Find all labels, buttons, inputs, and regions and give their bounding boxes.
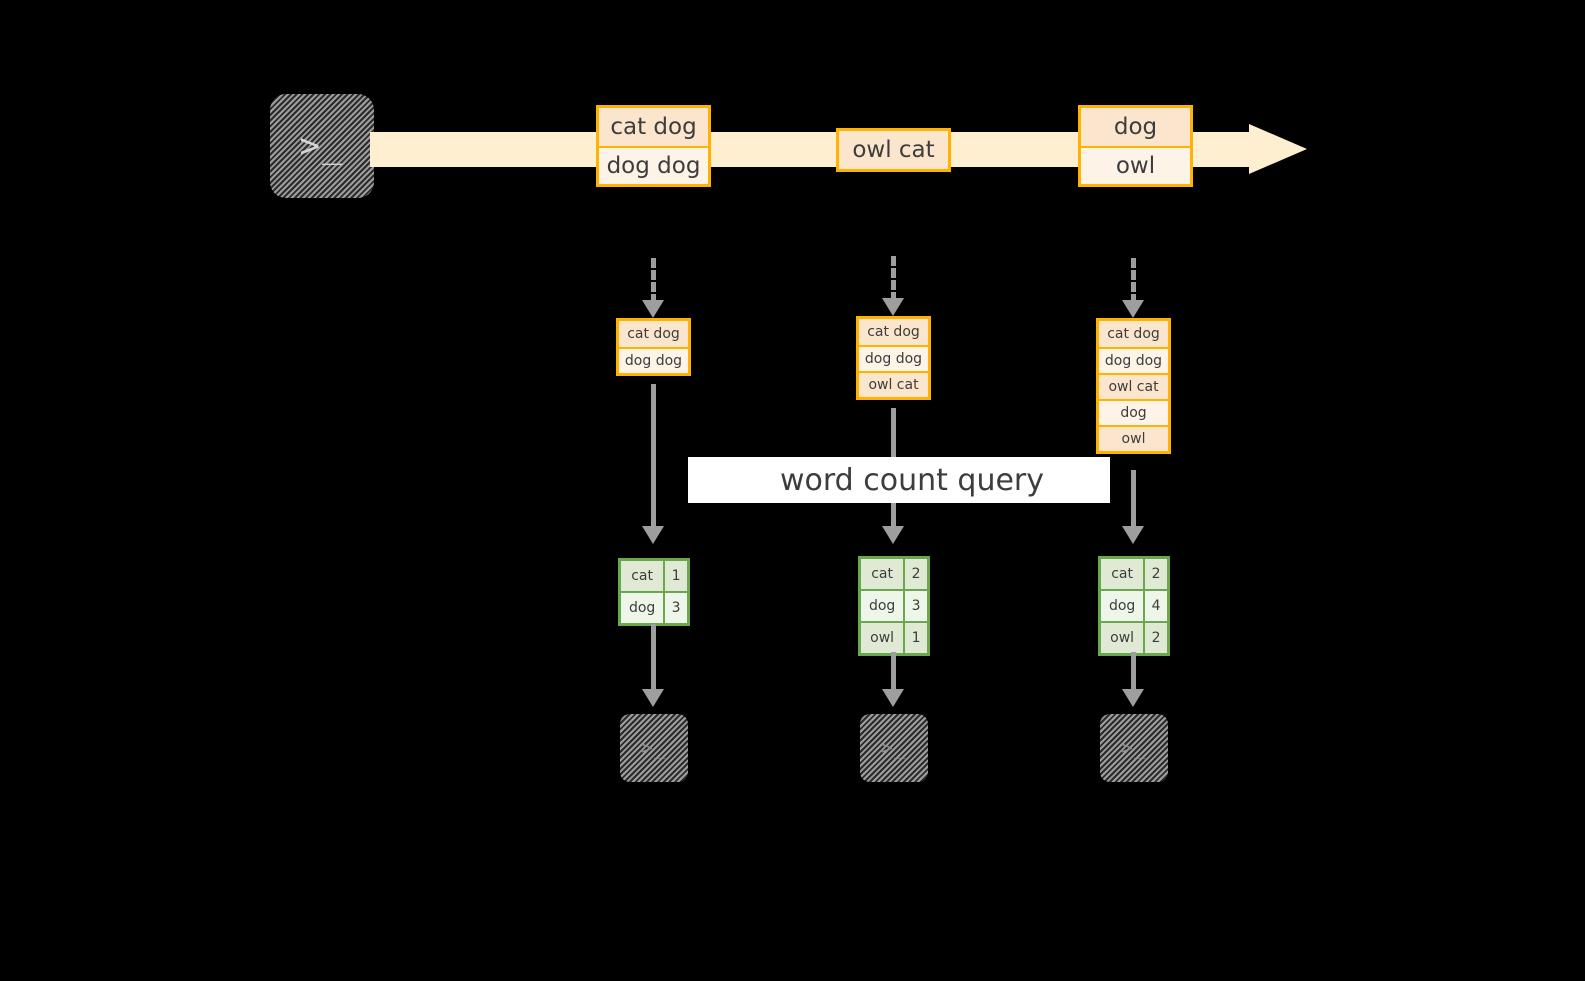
arrow-right-icon [1249,124,1307,174]
dashed-arrow-down-icon [642,300,664,318]
terminal-prompt-glyph: >_ [299,126,345,166]
query-connector-line-3 [1131,470,1136,529]
table-row: cat 2 [1101,559,1167,589]
terminal-prompt-glyph: >_ [641,737,667,759]
arrow-down-icon [642,689,664,707]
stream-batch-1: cat dog dog dog [596,105,711,187]
accumulated-row: owl [1099,425,1168,451]
table-row: cat 1 [621,561,687,591]
result-count: 3 [663,593,687,623]
table-row: dog 3 [861,589,927,621]
result-count: 3 [903,591,927,621]
query-connector-line-1 [651,384,656,529]
result-table-2: cat 2 dog 3 owl 1 [858,556,930,656]
accumulated-table-2: cat dog dog dog owl cat [856,316,931,400]
result-word: dog [628,600,656,616]
arrow-down-icon [1122,526,1144,544]
table-row: owl 2 [1101,621,1167,653]
result-count: 1 [903,623,927,653]
accumulated-row: dog [1099,399,1168,425]
query-banner-label: word count query [779,462,1045,498]
sink-terminal-icon-1: >_ [620,714,688,782]
table-row: cat 2 [861,559,927,589]
accumulated-row: owl cat [859,371,928,397]
stream-batch-3: dog owl [1078,105,1193,187]
trigger-dashed-line-1 [651,258,656,304]
result-word: owl [870,630,895,646]
sink-connector-line-2 [891,652,896,692]
terminal-prompt-glyph: >_ [1121,737,1147,759]
accumulated-row: cat dog [1099,321,1168,347]
result-table-1: cat 1 dog 3 [618,558,690,626]
result-count: 4 [1143,591,1167,621]
accumulated-table-1: cat dog dog dog [616,318,691,376]
result-word: dog [1108,598,1136,614]
dashed-arrow-down-icon [882,298,904,316]
arrow-down-icon [882,526,904,544]
trigger-dashed-line-2 [891,256,896,302]
result-count: 1 [663,561,687,591]
dashed-arrow-down-icon [1122,300,1144,318]
result-count: 2 [903,559,927,589]
table-row: owl 1 [861,621,927,653]
source-terminal-icon: >_ [270,94,374,198]
arrow-down-icon [1122,689,1144,707]
arrow-down-icon [882,689,904,707]
stream-batch-2: owl cat [836,128,951,172]
result-count: 2 [1143,623,1167,653]
accumulated-row: cat dog [859,319,928,345]
accumulated-table-3: cat dog dog dog owl cat dog owl [1096,318,1171,454]
result-word: cat [871,566,893,582]
stream-batch-line: cat dog [599,108,708,146]
result-word: cat [1111,566,1133,582]
stream-batch-line: owl [1081,146,1190,184]
stream-batch-line: owl cat [839,131,948,169]
query-banner: word count query [688,457,1110,503]
accumulated-row: owl cat [1099,373,1168,399]
table-row: dog 3 [621,591,687,623]
result-table-3: cat 2 dog 4 owl 2 [1098,556,1170,656]
result-word: dog [868,598,896,614]
sink-connector-line-1 [651,624,656,692]
accumulated-row: dog dog [1099,347,1168,373]
sink-terminal-icon-2: >_ [860,714,928,782]
result-word: cat [631,568,653,584]
accumulated-row: cat dog [619,321,688,347]
sink-terminal-icon-3: >_ [1100,714,1168,782]
result-word: owl [1110,630,1135,646]
table-row: dog 4 [1101,589,1167,621]
trigger-dashed-line-3 [1131,258,1136,304]
accumulated-row: dog dog [859,345,928,371]
terminal-prompt-glyph: >_ [881,737,907,759]
sink-connector-line-3 [1131,652,1136,692]
accumulated-row: dog dog [619,347,688,373]
stream-batch-line: dog [1081,108,1190,146]
arrow-down-icon [642,526,664,544]
result-count: 2 [1143,559,1167,589]
stream-batch-line: dog dog [599,146,708,184]
